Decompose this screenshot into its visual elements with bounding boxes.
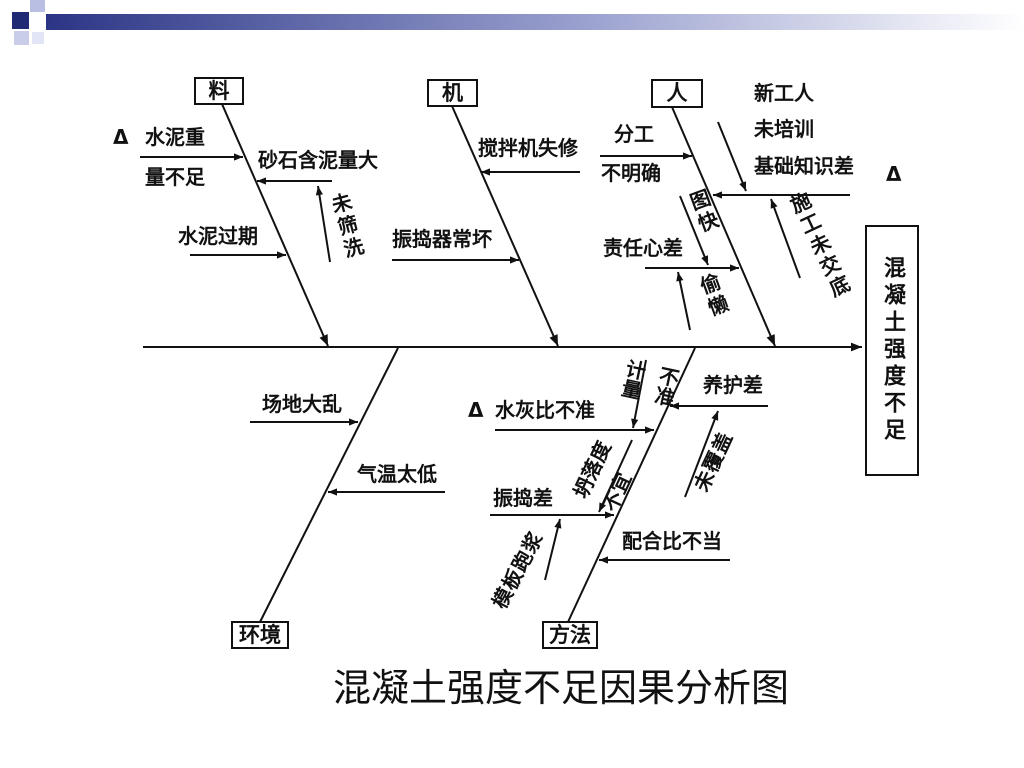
- cause-label: 不明确: [601, 161, 661, 185]
- lazy-arrow: [676, 271, 691, 331]
- effect-label: 混凝土强度不足: [880, 256, 905, 445]
- header-square-light: [32, 32, 44, 44]
- formwork-leak-arrow: [544, 518, 562, 581]
- cause-label: 气温太低: [357, 462, 437, 486]
- key-cause-marker: Δ: [468, 398, 484, 422]
- people-label: 人: [666, 81, 688, 105]
- no-briefing-arrow: [770, 198, 801, 279]
- effect-box: [865, 225, 919, 476]
- header-gradient-bar: [46, 14, 1024, 30]
- metering-inaccurate-arrow: [631, 359, 647, 429]
- cause-label: 未培训: [754, 117, 814, 141]
- cause-label: 场地大乱: [262, 392, 342, 416]
- environment-label: 环境: [239, 622, 281, 647]
- cause-label: 搅拌机失修: [478, 136, 578, 160]
- header-square-light: [30, 0, 45, 12]
- method-bone: [567, 347, 696, 623]
- cause-label: 配合比不当: [622, 529, 722, 553]
- effect-container: 混凝土强度不足: [866, 226, 918, 475]
- key-cause-marker: Δ: [886, 162, 902, 186]
- cause-label: 基础知识差: [754, 154, 854, 178]
- slump-arrow: [598, 439, 633, 513]
- environment-bone: [259, 347, 399, 623]
- machine-label: 机: [442, 80, 463, 105]
- material-label: 料: [208, 78, 230, 103]
- cause-label: 养护差: [703, 373, 763, 397]
- machine-bone: [451, 105, 559, 347]
- cause-label: 量不足: [145, 165, 205, 189]
- method-label: 方法: [549, 622, 591, 647]
- slide-title: 混凝土强度不足因果分析图: [333, 666, 790, 710]
- key-cause-marker: Δ: [113, 125, 129, 149]
- header-square-light: [14, 31, 29, 45]
- people-bone: [671, 106, 776, 347]
- cause-label: 水泥过期: [178, 224, 258, 248]
- material-bone: [221, 103, 329, 347]
- cause-label: 责任心差: [603, 236, 683, 260]
- method-box: [542, 621, 598, 649]
- cause-label: 水灰比不准: [495, 398, 595, 422]
- header-square-dark: [12, 12, 29, 29]
- not-screened-arrow: [315, 185, 331, 263]
- rush-arrow: [679, 195, 709, 266]
- cause-label: 水泥重: [145, 125, 205, 149]
- cause-label: 振捣器常坏: [392, 227, 492, 251]
- cause-label: 分工: [614, 122, 654, 146]
- cause-label: 振捣差: [493, 486, 553, 510]
- new-worker-arrow: [717, 121, 747, 192]
- people-box: [651, 79, 703, 108]
- not-covered-arrow: [684, 410, 719, 498]
- material-box: [194, 77, 244, 105]
- cause-label: 砂石含泥量大: [258, 148, 378, 172]
- cause-label: 新工人: [754, 81, 814, 105]
